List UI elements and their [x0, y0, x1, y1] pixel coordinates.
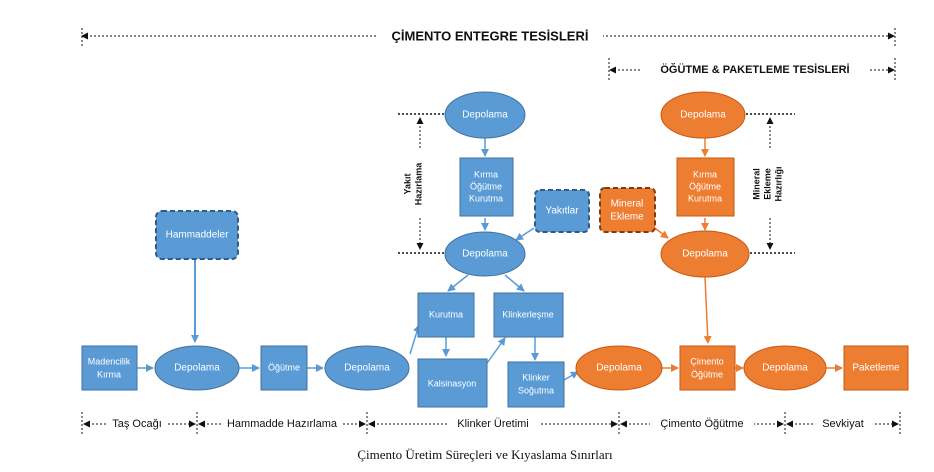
kirma-ogutme-kurutma-box: Kırma Öğütme Kurutma [459, 157, 514, 217]
stage-klinker-uretimi: Klinker Üretimi [457, 418, 529, 430]
svg-text:Depolama: Depolama [762, 363, 808, 374]
svg-text:Kırma: Kırma [474, 169, 498, 179]
yakitlar-box: Yakıtlar [534, 189, 590, 233]
svg-text:Yakıtlar: Yakıtlar [545, 206, 579, 217]
svg-text:Depolama: Depolama [174, 363, 220, 374]
svg-text:Depolama: Depolama [462, 110, 508, 121]
main-title: ÇİMENTO ENTEGRE TESİSLERİ [392, 28, 589, 43]
blue-connectors [137, 138, 579, 381]
svg-text:Soğutma: Soğutma [518, 385, 554, 395]
depolama-orange-2-ellipse: Depolama [743, 345, 827, 391]
svg-text:Madencilik: Madencilik [88, 356, 131, 366]
kalsinasyon-box: Kalsinasyon [417, 358, 488, 408]
fuel-prep-range: Yakıt Hazırlama [398, 113, 445, 254]
fuel-prep-label-2: Hazırlama [413, 162, 423, 206]
hammaddeler-box: Hammaddeler [155, 210, 239, 260]
paketleme-box: Paketleme [843, 345, 909, 391]
depolama-1-ellipse: Depolama [154, 345, 240, 391]
svg-text:Öğütme: Öğütme [689, 181, 721, 191]
svg-text:Mineral: Mineral [611, 199, 644, 210]
svg-text:Kırma: Kırma [693, 169, 717, 179]
ogutme-box: Öğütme [260, 345, 308, 391]
sub-title: ÖĞÜTME & PAKETLEME TESİSLERİ [660, 63, 849, 76]
depolama-orange-1-ellipse: Depolama [575, 345, 663, 391]
svg-text:Ekleme: Ekleme [610, 212, 644, 223]
stage-cimento-ogutme: Çimento Öğütme [660, 418, 743, 430]
stage-sevkiyat: Sevkiyat [822, 418, 864, 430]
depolama-mid-ellipse: Depolama [444, 231, 526, 277]
kurutma-box: Kurutma [417, 292, 475, 338]
fuel-prep-label-1: Yakıt [402, 173, 412, 194]
svg-text:Kurutma: Kurutma [688, 193, 722, 203]
svg-text:Depolama: Depolama [462, 249, 508, 260]
cimento-ogutme-box: Çimento Öğütme [679, 345, 736, 391]
svg-text:Kurutma: Kurutma [469, 193, 503, 203]
svg-text:Depolama: Depolama [682, 249, 728, 260]
mineral-prep-label-2: Ekleme [762, 168, 772, 200]
mineral-prep-range: Mineral Ekleme Hazırlığı [742, 113, 795, 254]
svg-text:Öğütme: Öğütme [470, 181, 502, 191]
svg-text:Klinker: Klinker [522, 372, 550, 382]
depolama-2-ellipse: Depolama [324, 345, 410, 391]
depolama-orange-top-ellipse: Depolama [660, 91, 746, 139]
svg-text:Öğütme: Öğütme [691, 369, 723, 379]
svg-text:Klinkerleşme: Klinkerleşme [502, 309, 554, 319]
svg-text:Çimento: Çimento [690, 356, 724, 366]
mineral-prep-label-3: Hazırlığı [773, 166, 783, 201]
orange-kirma-ogutme-kurutma-box: Kırma Öğütme Kurutma [676, 157, 735, 217]
svg-text:Paketleme: Paketleme [852, 363, 900, 374]
klinkerlesme-box: Klinkerleşme [493, 292, 564, 338]
madencilik-kirma-box: Madencilik Kırma [81, 345, 138, 391]
svg-text:Kırma: Kırma [97, 369, 121, 379]
depolama-orange-mid-ellipse: Depolama [660, 230, 750, 278]
depolama-top-ellipse: Depolama [444, 91, 526, 139]
mineral-prep-label-1: Mineral [751, 168, 761, 200]
stage-tas-ocagi: Taş Ocağı [112, 418, 162, 430]
svg-text:Kalsinasyon: Kalsinasyon [428, 378, 477, 388]
svg-text:Öğütme: Öğütme [268, 362, 300, 372]
stage-hammadde-hazirlama: Hammadde Hazırlama [227, 418, 338, 430]
svg-text:Depolama: Depolama [596, 363, 642, 374]
figure-caption: Çimento Üretim Süreçleri ve Kıyaslama Sı… [357, 447, 613, 462]
integrated-plants-range: ÇİMENTO ENTEGRE TESİSLERİ [81, 28, 896, 46]
klinker-sogutma-box: Klinker Soğutma [507, 361, 565, 408]
stage-ranges: Taş Ocağı Hammadde Hazırlama Klinker Üre… [81, 412, 901, 436]
svg-text:Depolama: Depolama [680, 110, 726, 121]
grinding-packing-range: ÖĞÜTME & PAKETLEME TESİSLERİ [608, 58, 896, 82]
mineral-ekleme-box: Mineral Ekleme [599, 187, 656, 233]
svg-text:Hammaddeler: Hammaddeler [166, 230, 229, 241]
svg-text:Depolama: Depolama [344, 363, 390, 374]
svg-text:Kurutma: Kurutma [429, 309, 463, 319]
